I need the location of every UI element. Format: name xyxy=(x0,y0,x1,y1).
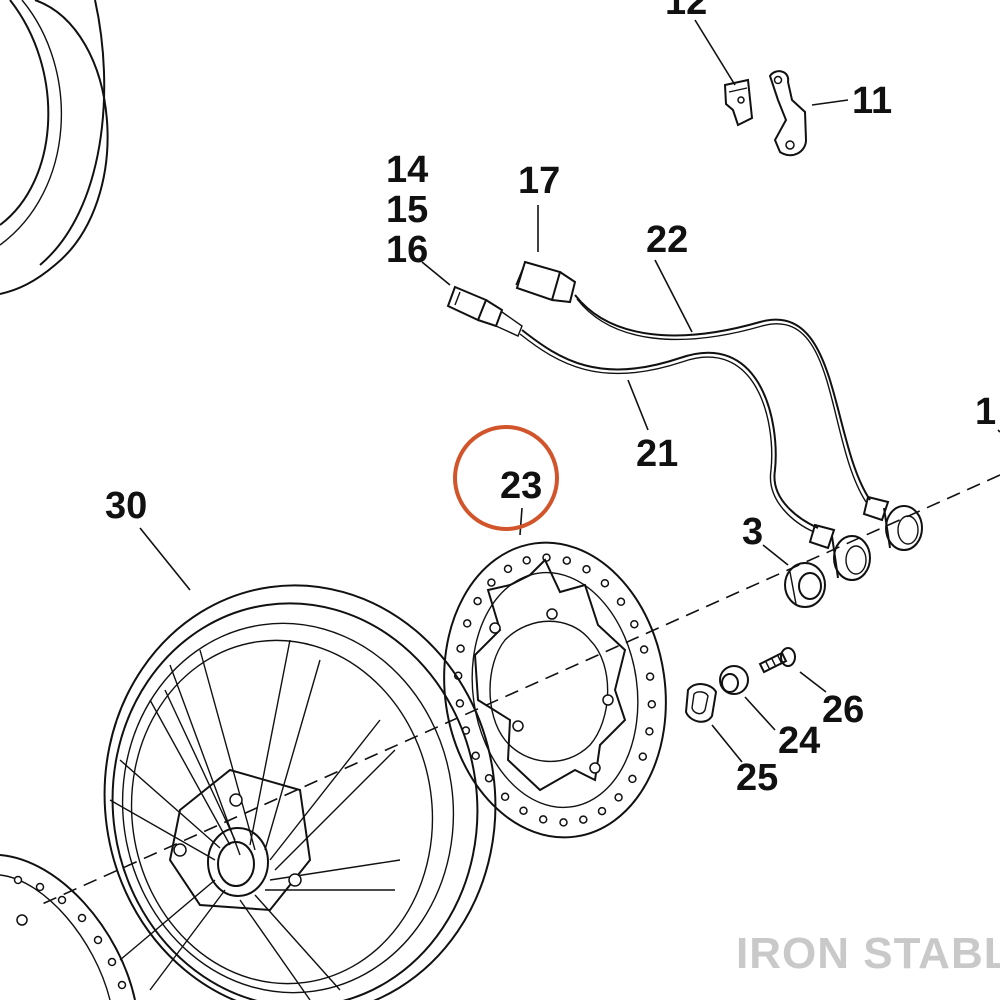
connector-part-17 xyxy=(515,260,577,304)
rotor-drill-hole xyxy=(628,774,637,784)
rotor-drill-hole xyxy=(559,818,568,827)
part-label-14: 14 xyxy=(386,149,428,191)
rotor-drill-hole xyxy=(562,556,572,565)
rotor-drill-hole xyxy=(522,556,531,565)
rotor-drill-hole xyxy=(647,700,657,709)
connector-part-14-16 xyxy=(446,285,523,337)
tire-outline xyxy=(0,0,109,295)
part-label-21: 21 xyxy=(636,433,678,475)
rotor-drill-hole xyxy=(538,815,548,824)
wheel-hub xyxy=(168,768,312,912)
rotor-drill-hole xyxy=(500,792,510,802)
part-labels: 12 11 14 15 16 17 22 1 21 23 30 3 26 24 … xyxy=(105,0,996,799)
rotor-drill-hole xyxy=(614,793,623,802)
rotor-drill-hole xyxy=(473,596,482,606)
part-label-25: 25 xyxy=(736,757,778,799)
part-label-16: 16 xyxy=(386,229,428,271)
rotor-drill-hole xyxy=(638,752,648,761)
highlight-ring-part-23 xyxy=(453,425,559,531)
part-label-1: 1 xyxy=(975,391,996,433)
sensor-cable-part-22 xyxy=(574,294,871,503)
wheel-spokes xyxy=(109,639,401,1000)
part-label-30: 30 xyxy=(105,485,147,527)
part-label-3: 3 xyxy=(742,511,763,553)
rotor-drill-hole xyxy=(630,619,639,629)
part-label-11: 11 xyxy=(852,80,892,122)
part-label-26: 26 xyxy=(822,689,864,731)
rotor-drill-hole xyxy=(519,806,528,815)
rotor-drill-hole xyxy=(462,619,472,628)
rotor-drill-hole xyxy=(484,773,494,783)
sensor-part-21-end xyxy=(808,523,871,581)
sensor-cable-part-21 xyxy=(519,329,819,533)
part-label-15: 15 xyxy=(386,189,428,231)
part-label-22: 22 xyxy=(646,219,688,261)
rotor-drill-hole xyxy=(600,578,610,588)
spacer-part-24 xyxy=(719,665,749,695)
rotor-drill-hole xyxy=(597,806,607,816)
rotor-drill-hole xyxy=(503,564,513,574)
leader-lines xyxy=(139,19,1000,763)
clip-part-12 xyxy=(723,78,754,127)
rotor-drill-hole xyxy=(579,815,588,824)
lock-plate-part-25 xyxy=(684,683,718,723)
rotor-drill-holes xyxy=(453,553,657,827)
bracket-part-11 xyxy=(768,70,808,157)
part-label-24: 24 xyxy=(778,720,820,762)
bearing-part-3 xyxy=(784,562,826,608)
rotor-drill-hole xyxy=(645,727,654,736)
rotor-drill-hole xyxy=(471,751,480,761)
rotor-drill-hole xyxy=(639,645,649,654)
bolt-part-26 xyxy=(758,647,796,674)
brake-rotor-partial xyxy=(0,854,136,1000)
rotor-drill-hole xyxy=(455,699,465,708)
part-label-12: 12 xyxy=(665,0,707,23)
brake-rotor-part-23 xyxy=(443,541,667,839)
watermark-text: IRON STABLE xyxy=(736,929,1000,978)
wheel-part-30 xyxy=(103,584,497,1000)
rotor-drill-hole xyxy=(645,672,655,681)
rotor-drill-hole xyxy=(487,578,496,587)
rotor-drill-hole xyxy=(616,597,626,607)
part-label-23: 23 xyxy=(500,465,542,507)
rotor-drill-hole xyxy=(456,644,465,653)
rotor-drill-hole xyxy=(582,565,591,574)
sensor-part-1 xyxy=(862,495,923,551)
part-label-17: 17 xyxy=(518,160,560,202)
